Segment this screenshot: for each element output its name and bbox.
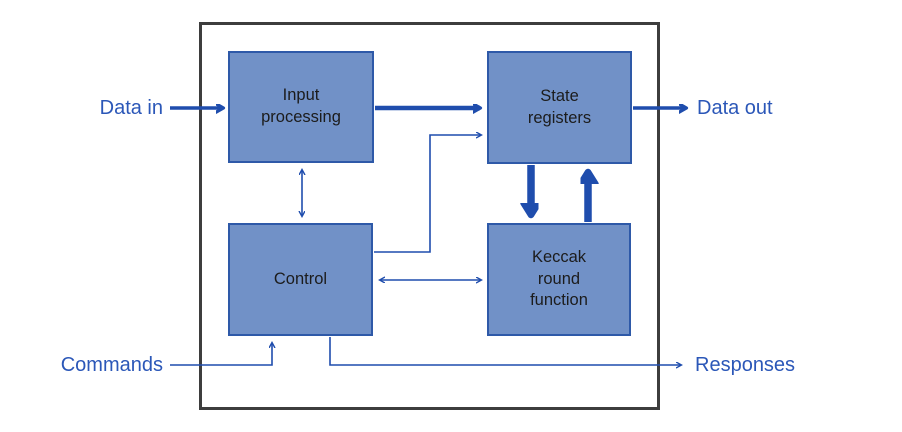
block-keccak-round-function-label: Keccak round function	[530, 247, 588, 310]
block-state-registers: State registers	[487, 51, 632, 164]
wire-control-to-responses	[329, 337, 681, 365]
wire-commands-to-control	[170, 343, 272, 366]
block-keccak-round-function: Keccak round function	[487, 223, 631, 336]
module-boundary-box	[199, 22, 660, 410]
block-control-label: Control	[273, 269, 328, 288]
label-commands: Commands	[60, 354, 163, 376]
label-data-in: Data in	[99, 97, 163, 119]
label-responses: Responses	[695, 354, 796, 376]
wire-control-to-state-registers-elbow	[374, 135, 481, 253]
block-state-registers-label: State registers	[527, 86, 592, 127]
block-control: Control	[228, 223, 373, 336]
label-data-out: Data out	[697, 97, 773, 119]
block-input-processing-label: Input processing	[261, 86, 341, 126]
block-input-processing: Input processing	[228, 51, 374, 163]
